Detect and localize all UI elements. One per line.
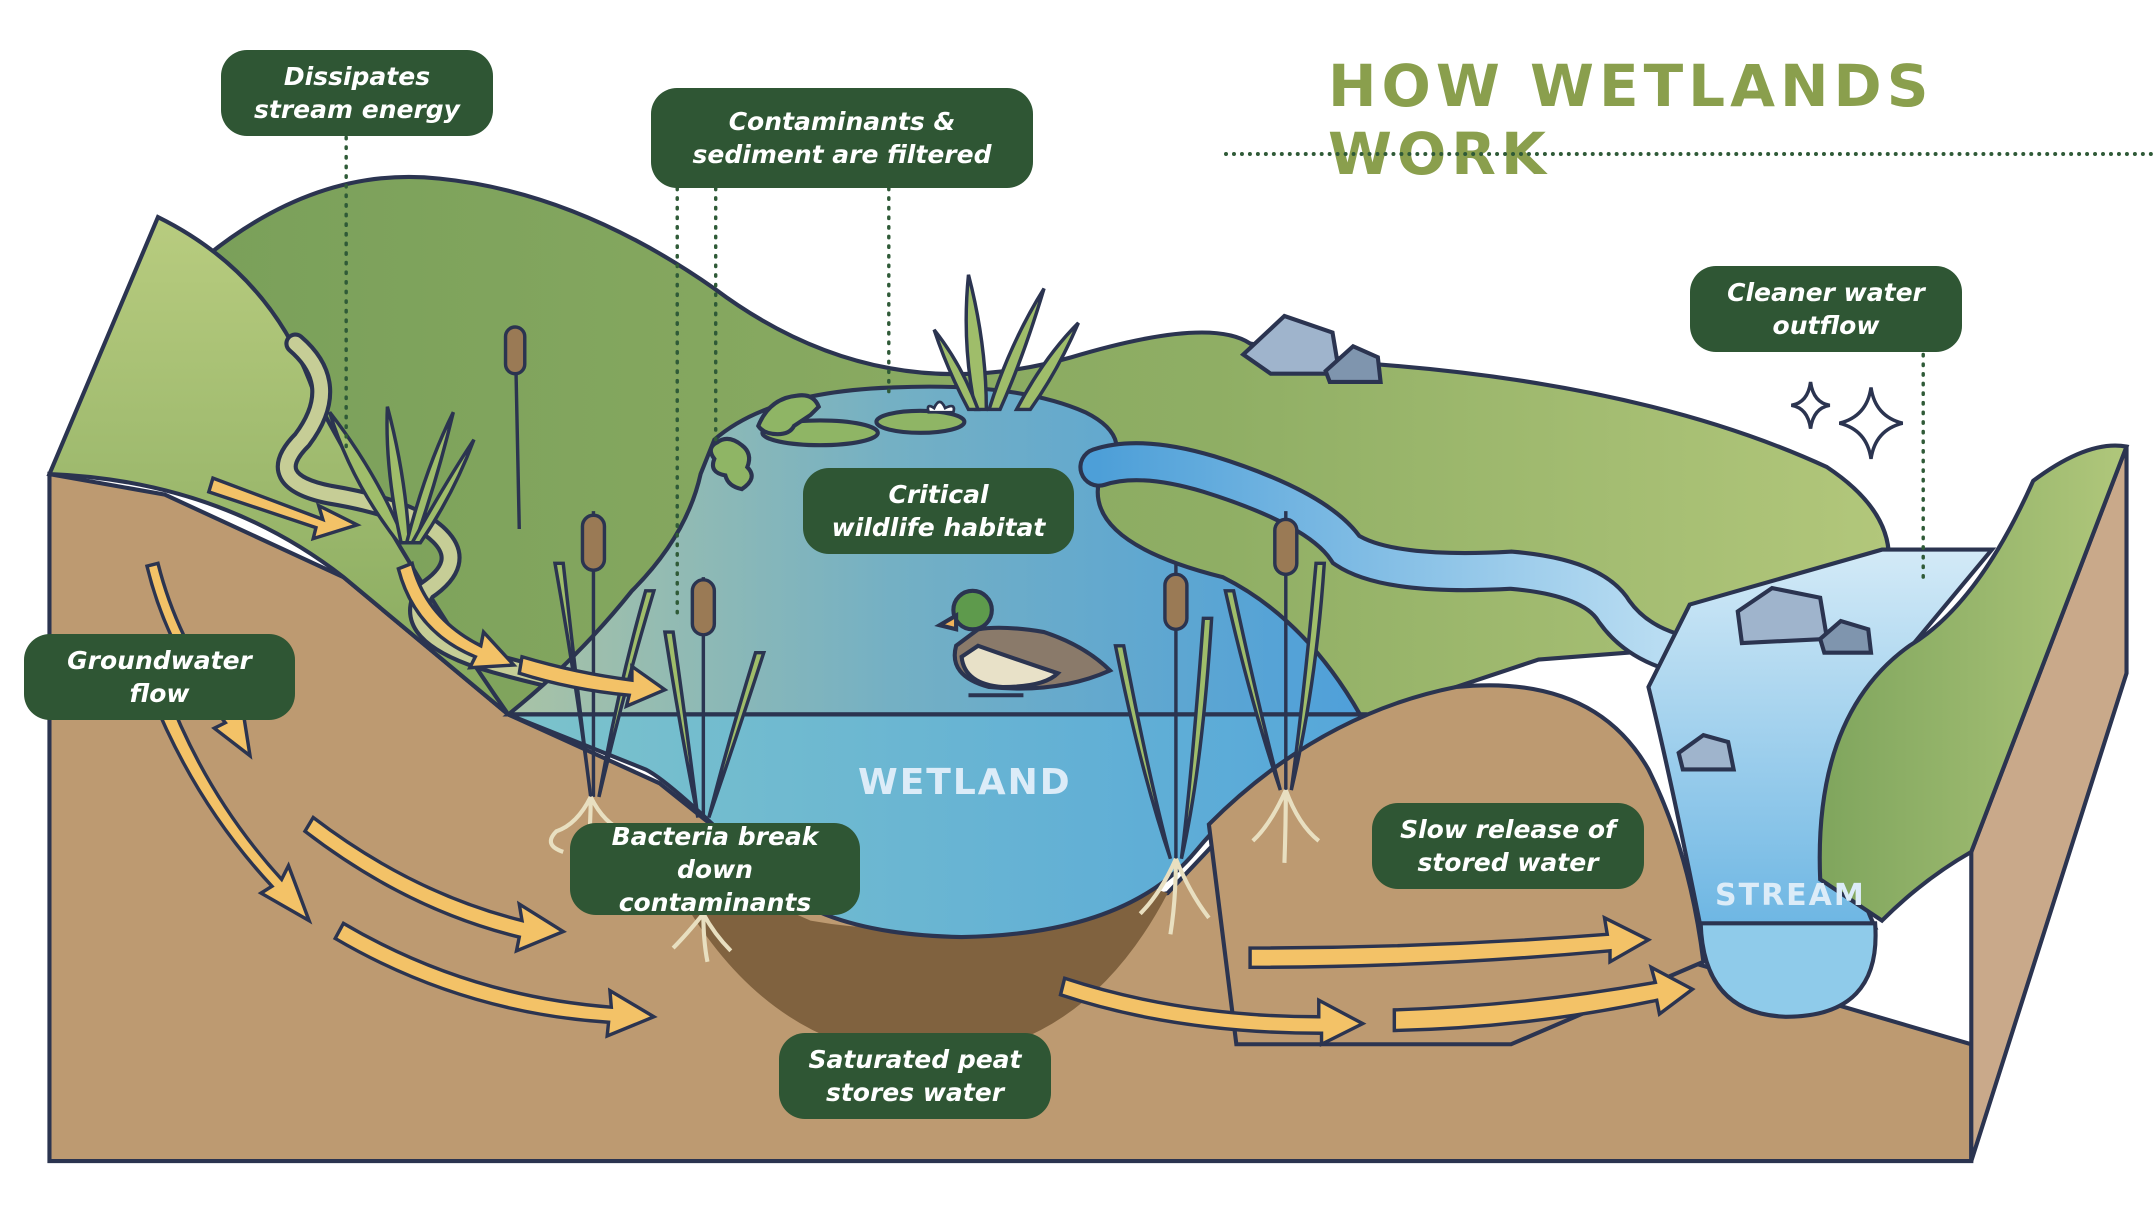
stream-pool [1698,921,1878,1019]
callout-bacteria-break-down: Bacteria break down contaminants [570,822,860,917]
cattails [503,325,1299,859]
lily-flower-icon [926,400,956,414]
peat-layer [645,824,1168,1058]
sparkle-icon [1790,381,1831,429]
sparkle-icon [1838,387,1904,460]
rock-group-stream [1676,585,1874,772]
callout-dissipates-stream-energy: Dissipates stream energy [221,50,493,136]
flow-arrow [302,815,567,954]
lily-pad [874,408,967,435]
flow-arrow [332,920,658,1039]
reed-cluster [328,274,1080,545]
rock-group-top [1239,313,1383,385]
flow-arrow [1058,976,1367,1048]
flow-arrow [396,561,518,670]
flow-arrow [1248,914,1653,970]
cattail-leaves [552,561,1327,860]
page-title: HOW WETLANDS WORK [1328,52,1934,188]
flow-arrow [517,654,669,710]
flow-arrow [1392,963,1696,1033]
callout-critical-wildlife-habitat: Critical wildlife habitat [803,468,1074,554]
flow-arrow [206,475,362,542]
leader-lines [344,135,1925,618]
wetland-label: WETLAND [858,762,1072,803]
duck-icon [934,588,1114,698]
callout-saturated-peat: Saturated peat stores water [779,1033,1051,1119]
oak-leaf-icon [708,436,754,492]
stream-label: STREAM [1715,878,1866,913]
frog-icon [755,393,822,437]
callout-slow-release: Slow release of stored water [1372,803,1644,889]
callout-contaminants-filtered: Contaminants & sediment are filtered [651,88,1033,188]
right-hill [1817,443,2130,924]
flow-arrows [144,475,1696,1048]
title-divider [1224,152,2154,156]
callout-groundwater-flow: Groundwater flow [24,634,295,720]
callout-cleaner-water-outflow: Cleaner water outflow [1690,266,1962,352]
